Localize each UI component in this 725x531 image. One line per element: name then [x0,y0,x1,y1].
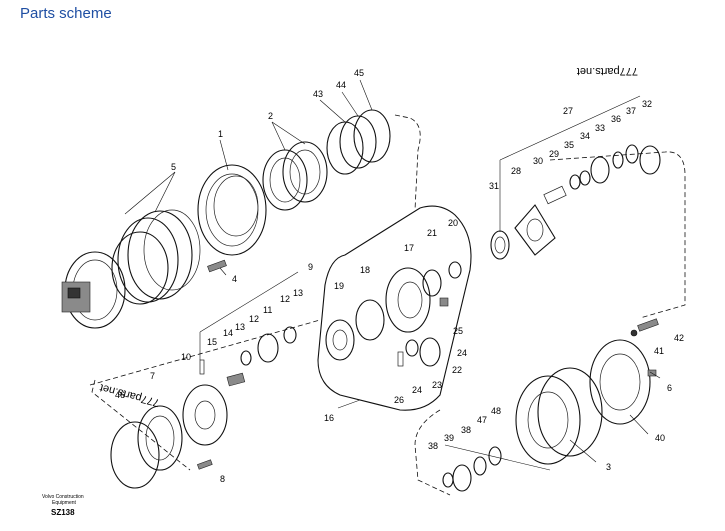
callout-18: 18 [360,265,370,275]
callout-11: 11 [263,305,272,315]
callout-2: 2 [268,111,273,121]
callout-46: 46 [115,390,125,400]
callout-4: 4 [232,274,237,284]
callout-19: 19 [334,281,344,291]
callout-13: 13 [293,288,303,298]
callout-12b: 12 [249,314,259,324]
callout-12: 12 [280,294,290,304]
callout-24: 24 [457,348,467,358]
callout-23: 23 [432,380,442,390]
page-title: Parts scheme [20,5,112,22]
leader-lines [124,79,661,471]
brand-line-2: Equipment [52,500,77,506]
callout-14: 14 [223,328,233,338]
callout-47: 47 [477,415,487,425]
output-hub-group [442,318,659,492]
callout-7: 7 [150,371,155,381]
callout-44: 44 [336,80,346,90]
motor-housing-part [61,209,201,329]
callout-28: 28 [511,166,521,176]
output-carrier-group [110,326,297,489]
callout-13b: 13 [235,322,245,332]
callout-21: 21 [427,228,437,238]
callout-27: 27 [563,106,573,116]
callout-40: 40 [655,433,665,443]
callout-36: 36 [611,114,621,124]
callout-24b: 24 [412,385,422,395]
watermark-top: 777parts.net [577,65,638,77]
assembly-outline-lower [414,409,451,496]
callout-42: 42 [674,333,684,343]
callout-6: 6 [667,383,672,393]
planet-carrier-group [325,261,462,367]
assembly-outline-left [89,319,321,471]
callout-10: 10 [181,352,191,362]
callout-15: 15 [207,337,217,347]
callout-31: 31 [489,181,499,191]
assembly-outline-right [549,151,686,319]
brand-line-1: Volvo Construction [42,494,84,500]
callout-33: 33 [595,123,605,133]
callout-9: 9 [308,262,313,272]
carrier-group-outline [317,205,472,411]
callout-1: 1 [218,129,223,139]
callout-34: 34 [580,131,590,141]
callout-20: 20 [448,218,458,228]
callout-38b: 38 [428,441,438,451]
diagram-code: SZ138 [51,508,75,517]
callout-37: 37 [626,106,636,116]
bolt-part [207,259,227,273]
callout-labels: 1 2 3 4 5 6 7 8 9 10 11 12 12 13 13 14 1… [115,68,684,484]
callout-30: 30 [533,156,543,166]
callout-38: 38 [461,425,471,435]
callout-8: 8 [220,474,225,484]
callout-39: 39 [444,433,454,443]
seal-rings-part [326,109,391,175]
callout-41: 41 [654,346,664,356]
callout-43: 43 [313,89,323,99]
callout-17: 17 [404,243,414,253]
callout-32: 32 [642,99,652,109]
callout-5: 5 [171,162,176,172]
callout-25: 25 [453,326,463,336]
callout-45: 45 [354,68,364,78]
bearing-pair-part [262,141,328,211]
callout-29: 29 [549,149,559,159]
assembly-outline-upper [394,114,421,211]
ring-gear-housing-part [197,164,267,256]
callout-3: 3 [606,462,611,472]
callout-26: 26 [394,395,404,405]
callout-22: 22 [452,365,462,375]
callout-35: 35 [564,140,574,150]
callout-48: 48 [491,406,501,416]
callout-16: 16 [324,413,334,423]
drive-gear-group [490,144,661,260]
